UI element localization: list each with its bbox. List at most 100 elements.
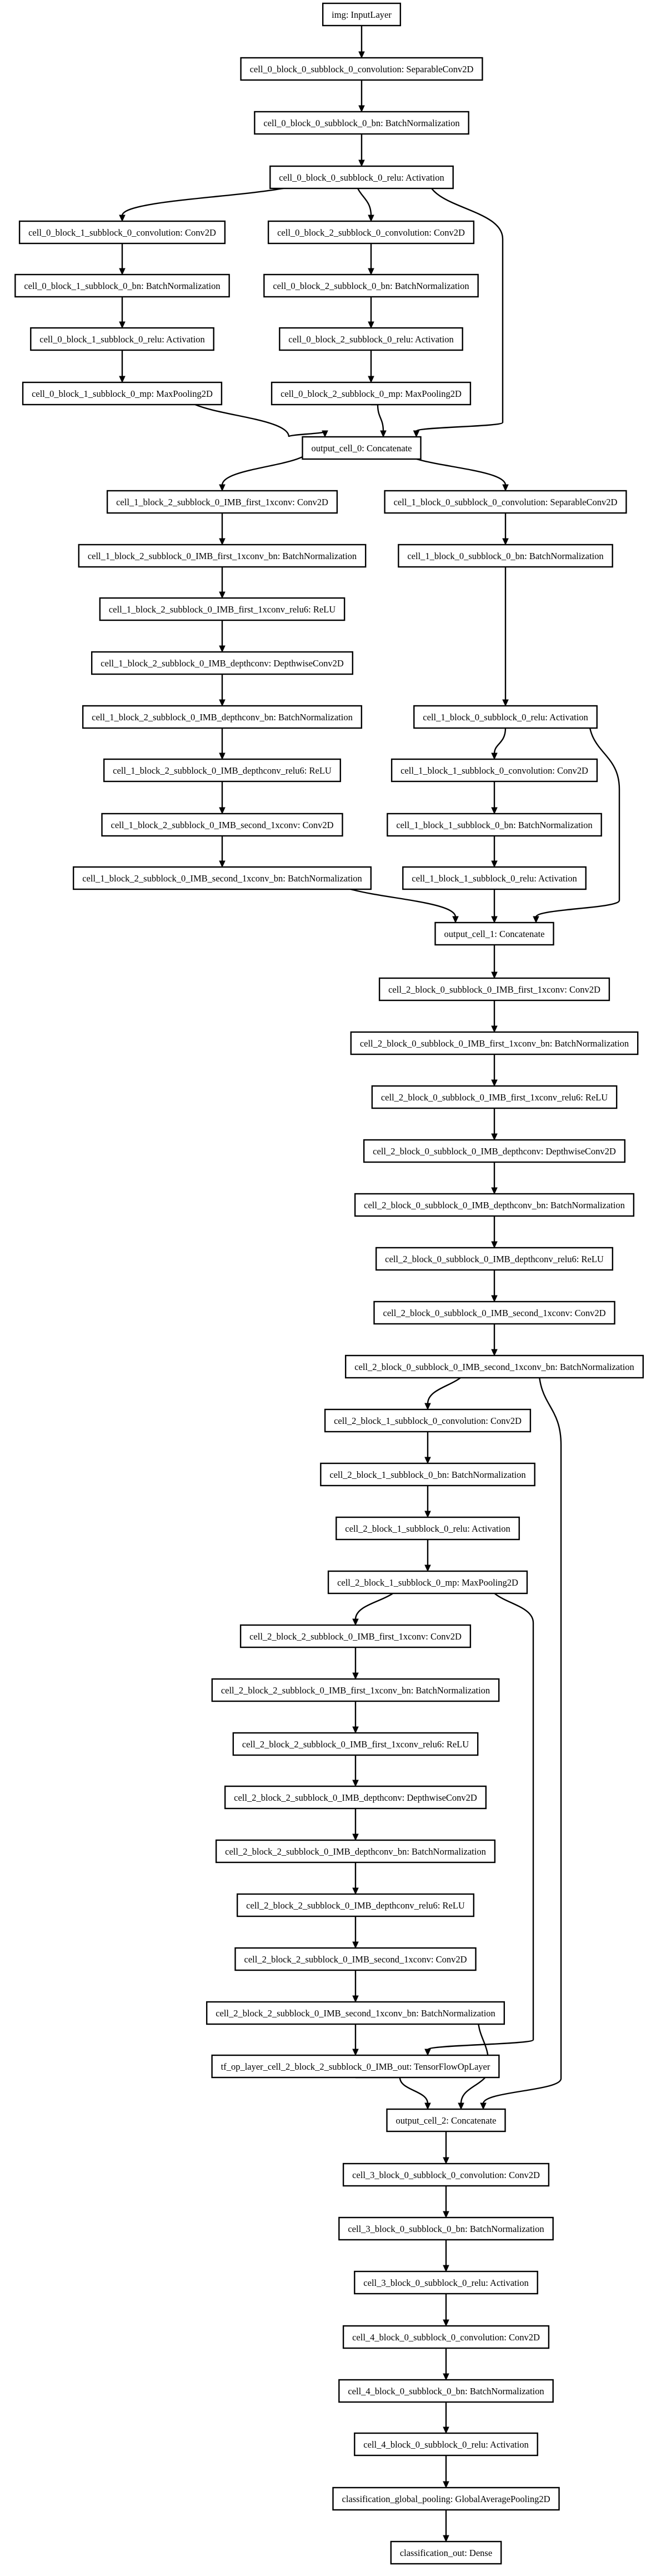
- node-box: [322, 2, 402, 27]
- node-label: cell_2_block_0_subblock_0_IMB_first_1xco…: [381, 1092, 608, 1103]
- node-c22first: cell_2_block_2_subblock_0_IMB_first_1xco…: [239, 1624, 472, 1648]
- node-box: [338, 2379, 554, 2403]
- edge-tfop-to-out2: [355, 2076, 429, 2104]
- arrow-head-icon: [119, 215, 126, 222]
- node-box: [224, 1785, 487, 1810]
- arrow-head-icon: [491, 1241, 498, 1249]
- node-dense: classification_out: Dense: [390, 2540, 502, 2565]
- node-label: cell_1_block_2_subblock_0_IMB_second_1xc…: [111, 820, 334, 830]
- node-label: classification_global_pooling: GlobalAve…: [342, 2494, 550, 2504]
- node-box: [269, 165, 454, 190]
- arrow-head-icon: [352, 1618, 359, 1626]
- node-label: cell_0_block_1_subblock_0_mp: MaxPooling…: [32, 388, 213, 399]
- arrow-head-icon: [458, 2102, 464, 2110]
- arrow-head-icon: [491, 1349, 498, 1357]
- node-box: [354, 2432, 538, 2457]
- node-c20firstbn: cell_2_block_0_subblock_0_IMB_first_1xco…: [350, 1031, 639, 1055]
- node-c02mp: cell_0_block_2_subblock_0_mp: MaxPooling…: [271, 381, 472, 406]
- arrow-head-icon: [219, 645, 226, 653]
- arrow-head-icon: [358, 105, 365, 113]
- node-c12first: cell_1_block_2_subblock_0_IMB_first_1xco…: [106, 490, 338, 514]
- node-c0relu: cell_0_block_0_subblock_0_relu: Activati…: [269, 165, 454, 190]
- node-c0sep: cell_0_block_0_subblock_0_convolution: S…: [240, 57, 483, 81]
- node-label: cell_0_block_2_subblock_0_relu: Activati…: [288, 334, 453, 345]
- node-label: cell_1_block_2_subblock_0_IMB_second_1xc…: [82, 873, 362, 884]
- node-c40conv: cell_4_block_0_subblock_0_convolution: C…: [342, 2325, 550, 2349]
- arrow-head-icon: [368, 215, 374, 222]
- arrow-head-icon: [443, 2211, 449, 2219]
- node-c22dwbn: cell_2_block_2_subblock_0_IMB_depthconv_…: [215, 1839, 496, 1864]
- node-label: cell_2_block_0_subblock_0_IMB_first_1xco…: [388, 984, 600, 995]
- node-c0bn: cell_0_block_0_subblock_0_bn: BatchNorma…: [254, 111, 469, 135]
- node-c22secondbn: cell_2_block_2_subblock_0_IMB_second_1xc…: [206, 2001, 505, 2025]
- node-c12firstrelu: cell_1_block_2_subblock_0_IMB_first_1xco…: [99, 597, 345, 621]
- node-c10bn: cell_1_block_0_subblock_0_bn: BatchNorma…: [398, 544, 613, 568]
- node-c20dwbn: cell_2_block_0_subblock_0_IMB_depthconv_…: [354, 1193, 635, 1217]
- node-label: cell_2_block_2_subblock_0_IMB_first_1xco…: [249, 1631, 462, 1642]
- node-c10sep: cell_1_block_0_subblock_0_convolution: S…: [384, 490, 627, 514]
- node-c11bn: cell_1_block_1_subblock_0_bn: BatchNorma…: [387, 813, 602, 837]
- edge-c02mp-to-out0: [371, 403, 384, 432]
- arrow-head-icon: [219, 753, 226, 760]
- node-box: [91, 651, 354, 675]
- node-box: [354, 2270, 538, 2295]
- node-label: cell_2_block_1_subblock_0_convolution: C…: [334, 1416, 522, 1426]
- node-img: img: InputLayer: [322, 2, 402, 27]
- node-c21relu: cell_2_block_1_subblock_0_relu: Activati…: [335, 1516, 520, 1541]
- node-box: [232, 1732, 479, 1756]
- node-label: cell_2_block_2_subblock_0_IMB_second_1xc…: [244, 1954, 467, 1965]
- node-label: cell_2_block_2_subblock_0_IMB_first_1xco…: [221, 1685, 490, 1696]
- node-c21bn: cell_2_block_1_subblock_0_bn: BatchNorma…: [320, 1462, 535, 1487]
- node-label: cell_3_block_0_subblock_0_bn: BatchNorma…: [348, 2224, 544, 2234]
- node-box: [390, 758, 598, 783]
- arrow-head-icon: [443, 2265, 449, 2273]
- node-box: [18, 220, 226, 245]
- node-label: cell_1_block_0_subblock_0_relu: Activati…: [423, 712, 588, 723]
- node-box: [324, 1408, 532, 1433]
- node-label: cell_2_block_0_subblock_0_IMB_depthconv_…: [385, 1254, 604, 1264]
- node-label: cell_3_block_0_subblock_0_relu: Activati…: [363, 2278, 528, 2288]
- node-label: cell_0_block_2_subblock_0_mp: MaxPooling…: [281, 388, 462, 399]
- node-box: [378, 977, 610, 1001]
- node-gap: classification_global_pooling: GlobalAve…: [332, 2487, 560, 2511]
- node-label: cell_4_block_0_subblock_0_relu: Activati…: [363, 2439, 528, 2450]
- node-box: [211, 1678, 500, 1702]
- arrow-head-icon: [352, 1887, 359, 1895]
- arrow-head-icon: [424, 2049, 431, 2056]
- node-c20first: cell_2_block_0_subblock_0_IMB_first_1xco…: [378, 977, 610, 1001]
- node-label: cell_2_block_1_subblock_0_mp: MaxPooling…: [337, 1577, 518, 1588]
- node-box: [82, 705, 363, 729]
- node-box: [350, 1031, 639, 1055]
- node-box: [239, 1624, 472, 1648]
- node-label: cell_1_block_2_subblock_0_IMB_first_1xco…: [116, 497, 328, 507]
- arrow-head-icon: [443, 2157, 449, 2165]
- node-label: cell_3_block_0_subblock_0_convolution: C…: [352, 2170, 540, 2180]
- node-box: [279, 327, 463, 351]
- node-label: output_cell_2: Concatenate: [396, 2115, 497, 2126]
- arrow-head-icon: [413, 430, 420, 438]
- node-label: cell_1_block_1_subblock_0_bn: BatchNorma…: [396, 820, 592, 830]
- node-out0: output_cell_0: Concatenate: [302, 436, 422, 460]
- node-c21conv: cell_2_block_1_subblock_0_convolution: C…: [324, 1408, 532, 1433]
- node-box: [338, 2216, 554, 2241]
- node-box: [267, 220, 475, 245]
- node-c12second: cell_1_block_2_subblock_0_IMB_second_1xc…: [101, 813, 343, 837]
- arrow-head-icon: [352, 1780, 359, 1787]
- node-tfop: tf_op_layer_cell_2_block_2_subblock_0_IM…: [211, 2054, 500, 2079]
- edge-c21mp-to-tfop: [427, 1581, 534, 2051]
- arrow-head-icon: [358, 51, 365, 59]
- node-box: [335, 1516, 520, 1541]
- arrow-head-icon: [491, 1187, 498, 1195]
- node-label: cell_0_block_1_subblock_0_convolution: C…: [28, 227, 216, 238]
- node-c22firstbn: cell_2_block_2_subblock_0_IMB_first_1xco…: [211, 1678, 500, 1702]
- node-label: cell_2_block_2_subblock_0_IMB_depthconv_…: [225, 1846, 486, 1857]
- node-box: [354, 1193, 635, 1217]
- node-box: [234, 1947, 477, 1971]
- node-label: cell_2_block_2_subblock_0_IMB_second_1xc…: [216, 2008, 495, 2019]
- arrow-head-icon: [443, 2426, 449, 2434]
- node-box: [206, 2001, 505, 2025]
- node-label: cell_2_block_0_subblock_0_IMB_second_1xc…: [354, 1362, 634, 1372]
- node-c12dw: cell_1_block_2_subblock_0_IMB_depthconv:…: [91, 651, 354, 675]
- node-box: [344, 1354, 644, 1379]
